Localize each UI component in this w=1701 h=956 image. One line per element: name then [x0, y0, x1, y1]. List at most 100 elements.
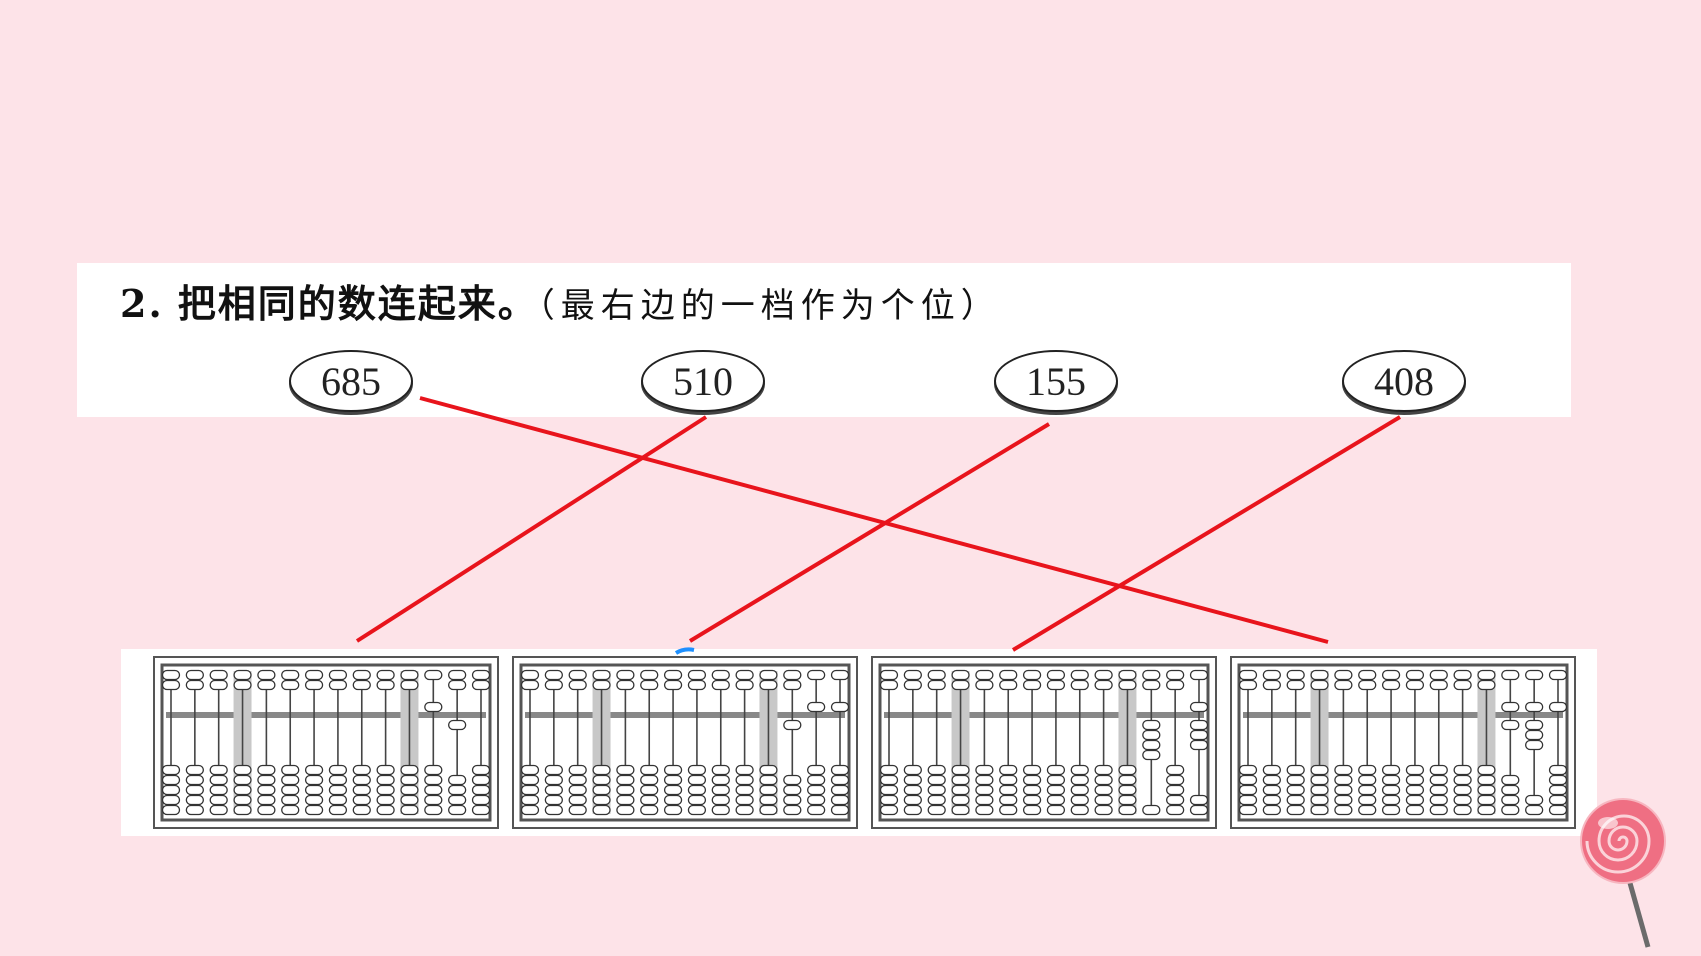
bead [663, 679, 683, 691]
bead [999, 794, 1018, 806]
bead [568, 804, 587, 816]
bead [879, 774, 899, 786]
bead [1525, 669, 1544, 681]
bead [640, 804, 659, 816]
bead [400, 784, 419, 796]
bead [1262, 794, 1281, 806]
bead [281, 774, 300, 786]
bead [1022, 784, 1042, 796]
bead [1429, 669, 1448, 681]
bead [1070, 679, 1089, 691]
bead [328, 679, 348, 691]
bead [1022, 669, 1042, 681]
bead [281, 794, 300, 806]
bead [1381, 794, 1401, 806]
bead [592, 679, 611, 691]
bead [616, 804, 635, 816]
bead [209, 679, 228, 691]
bead [257, 804, 276, 816]
number-oval-3[interactable]: 155 [994, 350, 1118, 412]
bead [1046, 764, 1066, 776]
bead [1310, 669, 1329, 681]
bead [185, 774, 204, 786]
number-oval-2[interactable]: 510 [641, 350, 765, 412]
bead [1310, 784, 1329, 796]
bead [1142, 729, 1161, 741]
number-oval-1[interactable]: 685 [289, 350, 413, 412]
bead [951, 804, 970, 816]
bead [759, 794, 778, 806]
bead [1429, 764, 1448, 776]
bead [1118, 774, 1137, 786]
bead [783, 794, 802, 806]
bead [903, 669, 922, 681]
bead [1477, 794, 1496, 806]
bead [807, 701, 826, 713]
bead [927, 804, 946, 816]
bead [257, 794, 276, 806]
bead [830, 669, 850, 681]
bead [1548, 774, 1568, 786]
bead [735, 784, 754, 796]
bead [999, 784, 1018, 796]
abacus-1 [153, 656, 499, 829]
bead [304, 679, 324, 691]
bead [520, 774, 540, 786]
bead [281, 804, 300, 816]
bead [328, 784, 348, 796]
bead [209, 669, 228, 681]
bead [1429, 784, 1448, 796]
bead [663, 764, 683, 776]
bead [1477, 764, 1496, 776]
bead [1453, 679, 1472, 691]
bead [471, 669, 491, 681]
bead [711, 784, 730, 796]
bead [520, 679, 540, 691]
bead [400, 679, 419, 691]
bead [352, 804, 371, 816]
bead [830, 804, 850, 816]
bead [1381, 804, 1401, 816]
bead [544, 784, 563, 796]
bead [1022, 774, 1042, 786]
bead [687, 784, 707, 796]
bead [161, 784, 181, 796]
bead [807, 794, 826, 806]
bead [592, 764, 611, 776]
bead [209, 794, 228, 806]
number-oval-4[interactable]: 408 [1342, 350, 1466, 412]
bead [711, 794, 730, 806]
bead [185, 679, 204, 691]
bead [975, 784, 994, 796]
bead [424, 794, 443, 806]
bead [544, 669, 563, 681]
bead [735, 669, 754, 681]
bead [1046, 669, 1066, 681]
bead [424, 804, 443, 816]
bead [975, 774, 994, 786]
bead [879, 764, 899, 776]
bead [879, 804, 899, 816]
bead [1477, 784, 1496, 796]
bead [592, 794, 611, 806]
bead [711, 804, 730, 816]
bead [1310, 679, 1329, 691]
bead [1142, 719, 1161, 731]
bead [376, 774, 395, 786]
bead [424, 764, 443, 776]
bead [1405, 679, 1425, 691]
bead [759, 784, 778, 796]
bead [161, 679, 181, 691]
bead [951, 669, 970, 681]
bead [1453, 784, 1472, 796]
bead [544, 794, 563, 806]
bead [1189, 729, 1209, 741]
bead [1501, 804, 1520, 816]
bead [1238, 794, 1258, 806]
bead [951, 794, 970, 806]
bead [185, 794, 204, 806]
bead [879, 794, 899, 806]
bead [233, 794, 252, 806]
bead [640, 784, 659, 796]
bead [1405, 774, 1425, 786]
